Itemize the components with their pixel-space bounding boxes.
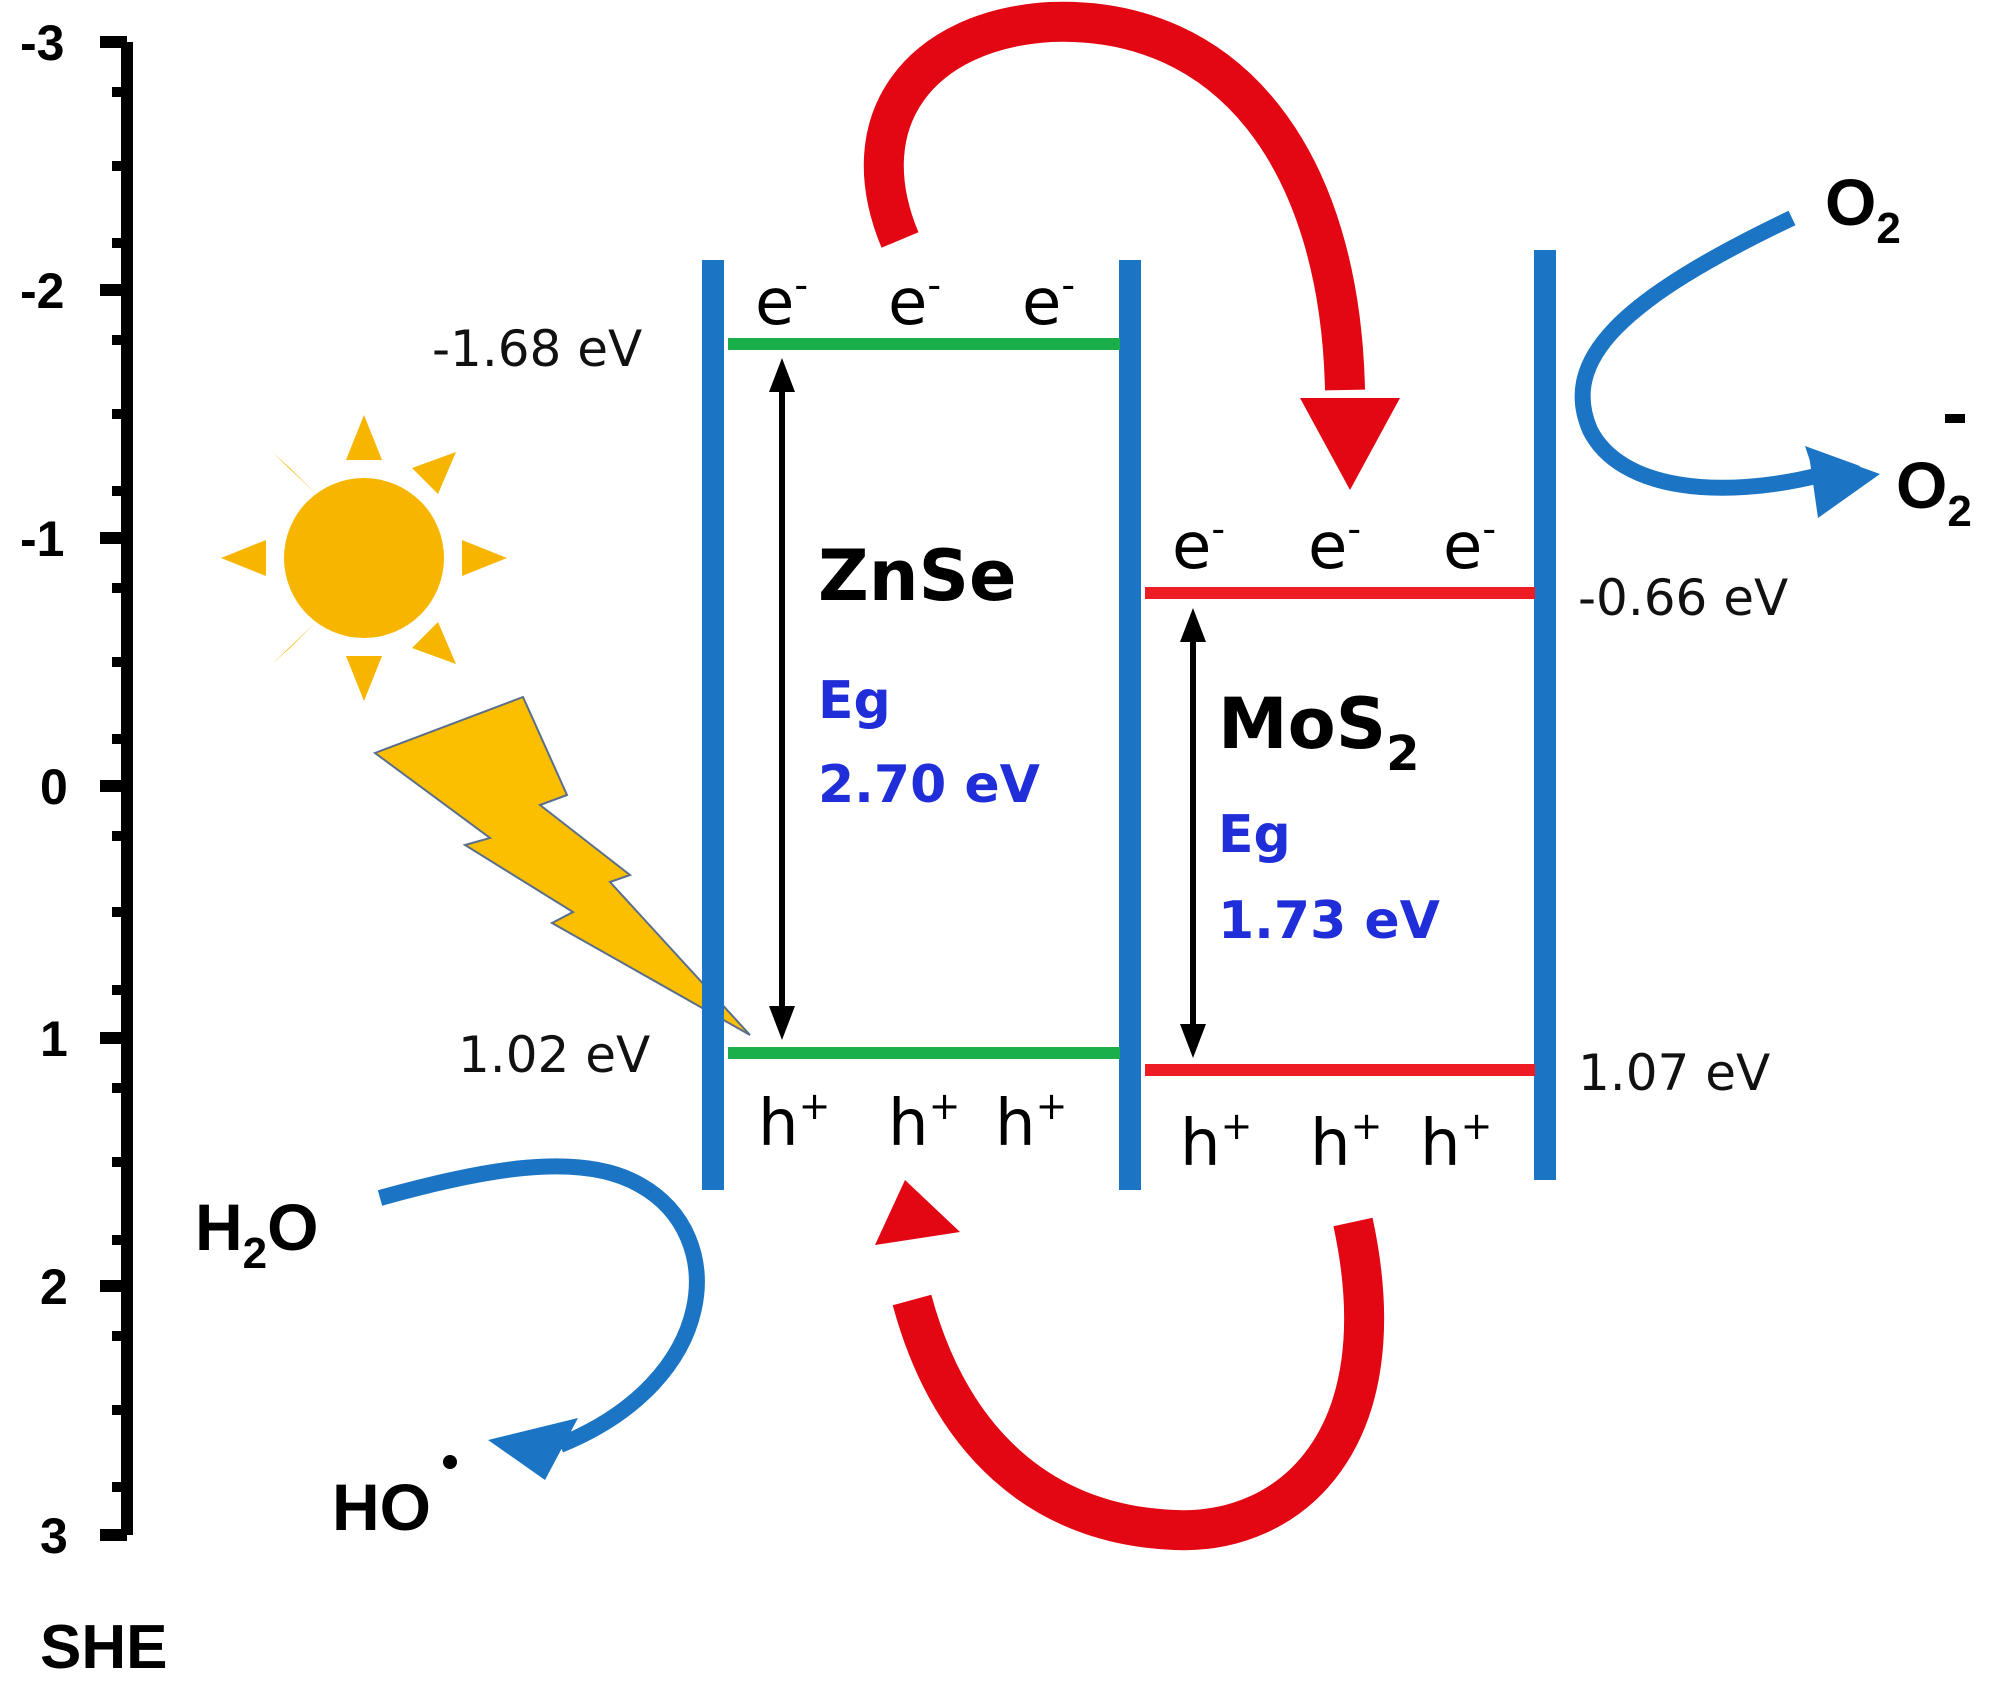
tick-label: 0	[40, 759, 68, 815]
hole: h	[1420, 1107, 1461, 1181]
svg-text:h+: h+	[1420, 1104, 1492, 1181]
tick-label: 3	[40, 1508, 68, 1564]
svg-text:e-: e-	[755, 263, 808, 340]
tick-label: 2	[40, 1259, 68, 1315]
mos2-electrons: e- e- e-	[1172, 507, 1496, 584]
znse-electrons: e- e- e-	[755, 263, 1075, 340]
arrow-head-up	[769, 358, 795, 392]
znse-vb-energy: 1.02 eV	[458, 1026, 650, 1084]
mos2-cb-energy: -0.66 eV	[1578, 569, 1788, 627]
electron: e	[1443, 510, 1482, 584]
znse-cb-energy: -1.68 eV	[432, 320, 642, 378]
znse-holes: h+ h+ h+	[758, 1084, 1067, 1161]
electron: e	[1172, 510, 1211, 584]
tick-label: -1	[20, 511, 64, 567]
hole: h	[995, 1087, 1036, 1161]
electron: e	[755, 266, 794, 340]
h2o-oxidation-arrow	[377, 1158, 705, 1480]
svg-text:h+: h+	[1180, 1104, 1252, 1181]
mos2-holes: h+ h+ h+	[1180, 1104, 1492, 1181]
svg-text:h+: h+	[995, 1084, 1067, 1161]
mos2-eg-value: 1.73 eV	[1218, 891, 1440, 951]
mos2-label: MoS2	[1218, 683, 1420, 782]
tick-label: -2	[20, 263, 64, 319]
lightning-icon	[372, 695, 751, 1036]
svg-text:e-: e-	[1172, 507, 1225, 584]
svg-text:e-: e-	[1308, 507, 1361, 584]
svg-text:e-: e-	[888, 263, 941, 340]
mos2-vb-energy: 1.07 eV	[1578, 1044, 1770, 1102]
znse-label: ZnSe	[818, 535, 1016, 617]
o2-superoxide-label: O2	[1896, 448, 1972, 536]
scale-label: SHE	[40, 1613, 167, 1682]
she-scale: -3 -2 -1 0 1 2 3 SHE	[20, 15, 167, 1682]
hole: h	[1180, 1107, 1221, 1181]
h2o-label: H2O	[195, 1190, 319, 1278]
hole-transfer-arrow	[875, 1180, 1384, 1551]
znse-box: -1.68 eV 1.02 eV ZnSe Eg 2.70 eV e- e- e…	[432, 260, 1141, 1190]
hole: h	[758, 1087, 799, 1161]
znse-eg-value: 2.70 eV	[818, 755, 1040, 815]
mos2-box: -0.66 eV 1.07 eV MoS2 Eg 1.73 eV e- e- e…	[1145, 250, 1788, 1181]
electron-transfer-arrow	[863, 1, 1400, 490]
svg-text:h+: h+	[758, 1084, 830, 1161]
superoxide-charge-minus	[1945, 414, 1965, 423]
svg-text:e-: e-	[1022, 263, 1075, 340]
hydroxyl-radical-label: HO	[332, 1470, 431, 1544]
znse-eg-label: Eg	[818, 671, 891, 731]
mos2-eg-label: Eg	[1218, 805, 1291, 865]
arrow-head-up	[1180, 608, 1206, 642]
electron: e	[1022, 266, 1061, 340]
tick-label: -3	[20, 15, 64, 71]
radical-dot	[443, 1455, 457, 1469]
hole: h	[1310, 1107, 1351, 1181]
tick-label: 1	[40, 1011, 68, 1067]
arrow-head-down	[1180, 1024, 1206, 1058]
arrow-head-down	[769, 1006, 795, 1040]
sun-icon	[221, 415, 507, 701]
svg-text:e-: e-	[1443, 507, 1496, 584]
o2-label: O2	[1825, 165, 1901, 253]
svg-text:h+: h+	[1310, 1104, 1382, 1181]
hole: h	[888, 1087, 929, 1161]
o2-reduction-arrow	[1574, 210, 1880, 518]
scale-major-ticks	[100, 36, 127, 1541]
electron: e	[888, 266, 927, 340]
scale-minor-ticks	[112, 87, 127, 1492]
svg-text:h+: h+	[888, 1084, 960, 1161]
electron: e	[1308, 510, 1347, 584]
